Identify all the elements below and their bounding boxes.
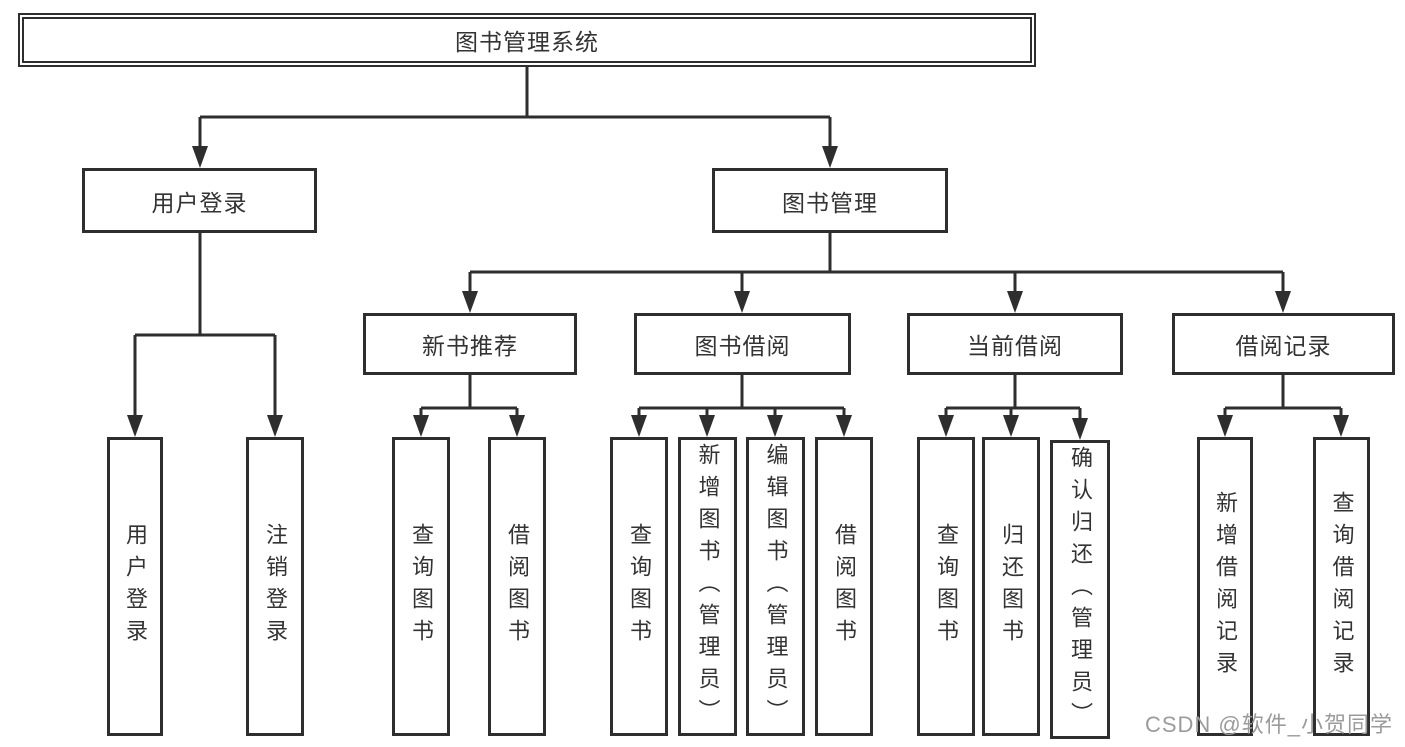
leaf-borrow-books-recommend: 借阅图书 bbox=[488, 437, 546, 736]
leaf-borrow-books: 借阅图书 bbox=[815, 437, 873, 736]
leaf-logout: 注销登录 bbox=[246, 437, 304, 736]
leaf-edit-books-admin: 编辑图书（管理员） bbox=[746, 437, 805, 736]
leaf-confirm-return-admin: 确认归还（管理员） bbox=[1050, 440, 1110, 739]
leaf-add-borrow-record: 新增借阅记录 bbox=[1197, 437, 1253, 736]
leaf-add-books-admin: 新增图书（管理员） bbox=[678, 437, 737, 736]
node-book-borrow: 图书借阅 bbox=[634, 313, 851, 375]
leaf-query-books-borrow: 查询图书 bbox=[610, 437, 668, 736]
node-current-borrow: 当前借阅 bbox=[907, 313, 1123, 375]
node-library-management-system: 图书管理系统 bbox=[18, 13, 1036, 67]
csdn-watermark: CSDN @软件_小贺同学 bbox=[1144, 712, 1393, 737]
leaf-return-books: 归还图书 bbox=[982, 437, 1040, 736]
leaf-query-books-current: 查询图书 bbox=[917, 437, 975, 736]
node-book-management-branch: 图书管理 bbox=[712, 168, 948, 233]
node-borrow-records: 借阅记录 bbox=[1172, 313, 1395, 375]
node-new-book-recommend: 新书推荐 bbox=[363, 313, 577, 375]
leaf-query-borrow-record: 查询借阅记录 bbox=[1313, 437, 1370, 736]
leaf-user-login: 用户登录 bbox=[107, 437, 163, 736]
node-user-login-branch: 用户登录 bbox=[82, 168, 317, 233]
leaf-query-books-recommend: 查询图书 bbox=[392, 437, 450, 736]
